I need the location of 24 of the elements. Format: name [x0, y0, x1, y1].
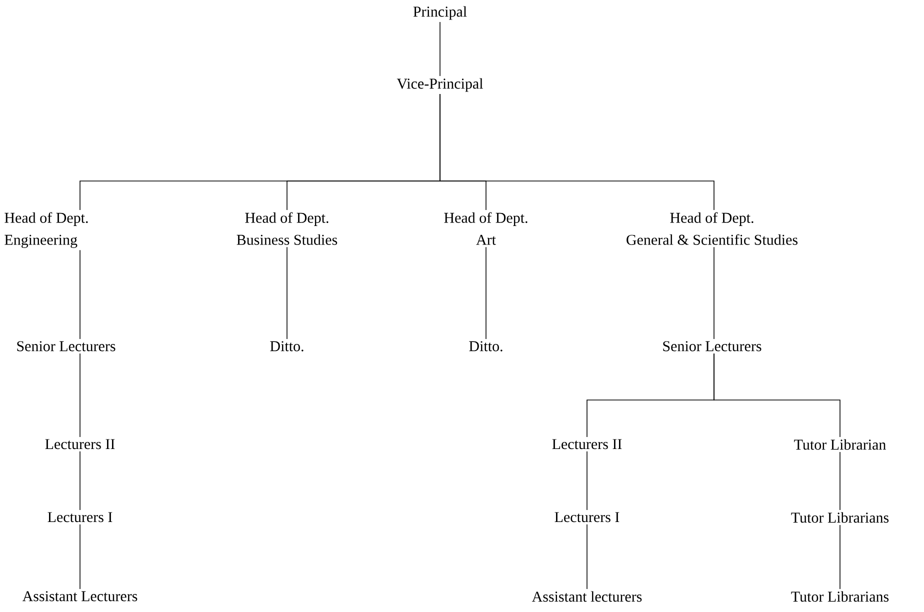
position-title: Head of Dept. General & Scientific Studies — [626, 212, 798, 245]
position-title: Senior Lecturers — [17, 341, 116, 352]
position-title: Lecturers I — [48, 512, 112, 522]
position-title: Ditto. — [270, 341, 304, 352]
position-title: Assistant lecturers — [532, 591, 642, 602]
connector-line — [714, 353, 840, 438]
position-title: Tutor Librarians — [791, 512, 889, 523]
position-title: Vice-Principal — [396, 78, 483, 92]
position-title: Head of Dept. Art — [444, 212, 528, 245]
position-title: Head of Dept. Business Studies — [236, 212, 338, 245]
position-title: Ditto. — [469, 341, 502, 352]
position-title: Assistant Lecturers — [22, 591, 138, 602]
position-title: Lecturers II — [45, 439, 115, 450]
position-title: Tutor Librarian — [794, 439, 886, 450]
connector-line — [586, 450, 588, 510]
position-title: Senior Lecturers — [663, 341, 762, 352]
position-title: Principal — [413, 6, 467, 20]
connector-line — [286, 246, 288, 340]
position-title: Head of Dept. Engineering — [4, 212, 88, 248]
connector-line — [440, 94, 714, 210]
connector-line — [586, 524, 588, 590]
position-title: Lecturers II — [552, 439, 622, 450]
position-title: Tutor Librarians — [791, 591, 889, 602]
position-title: Lecturers I — [554, 512, 620, 522]
